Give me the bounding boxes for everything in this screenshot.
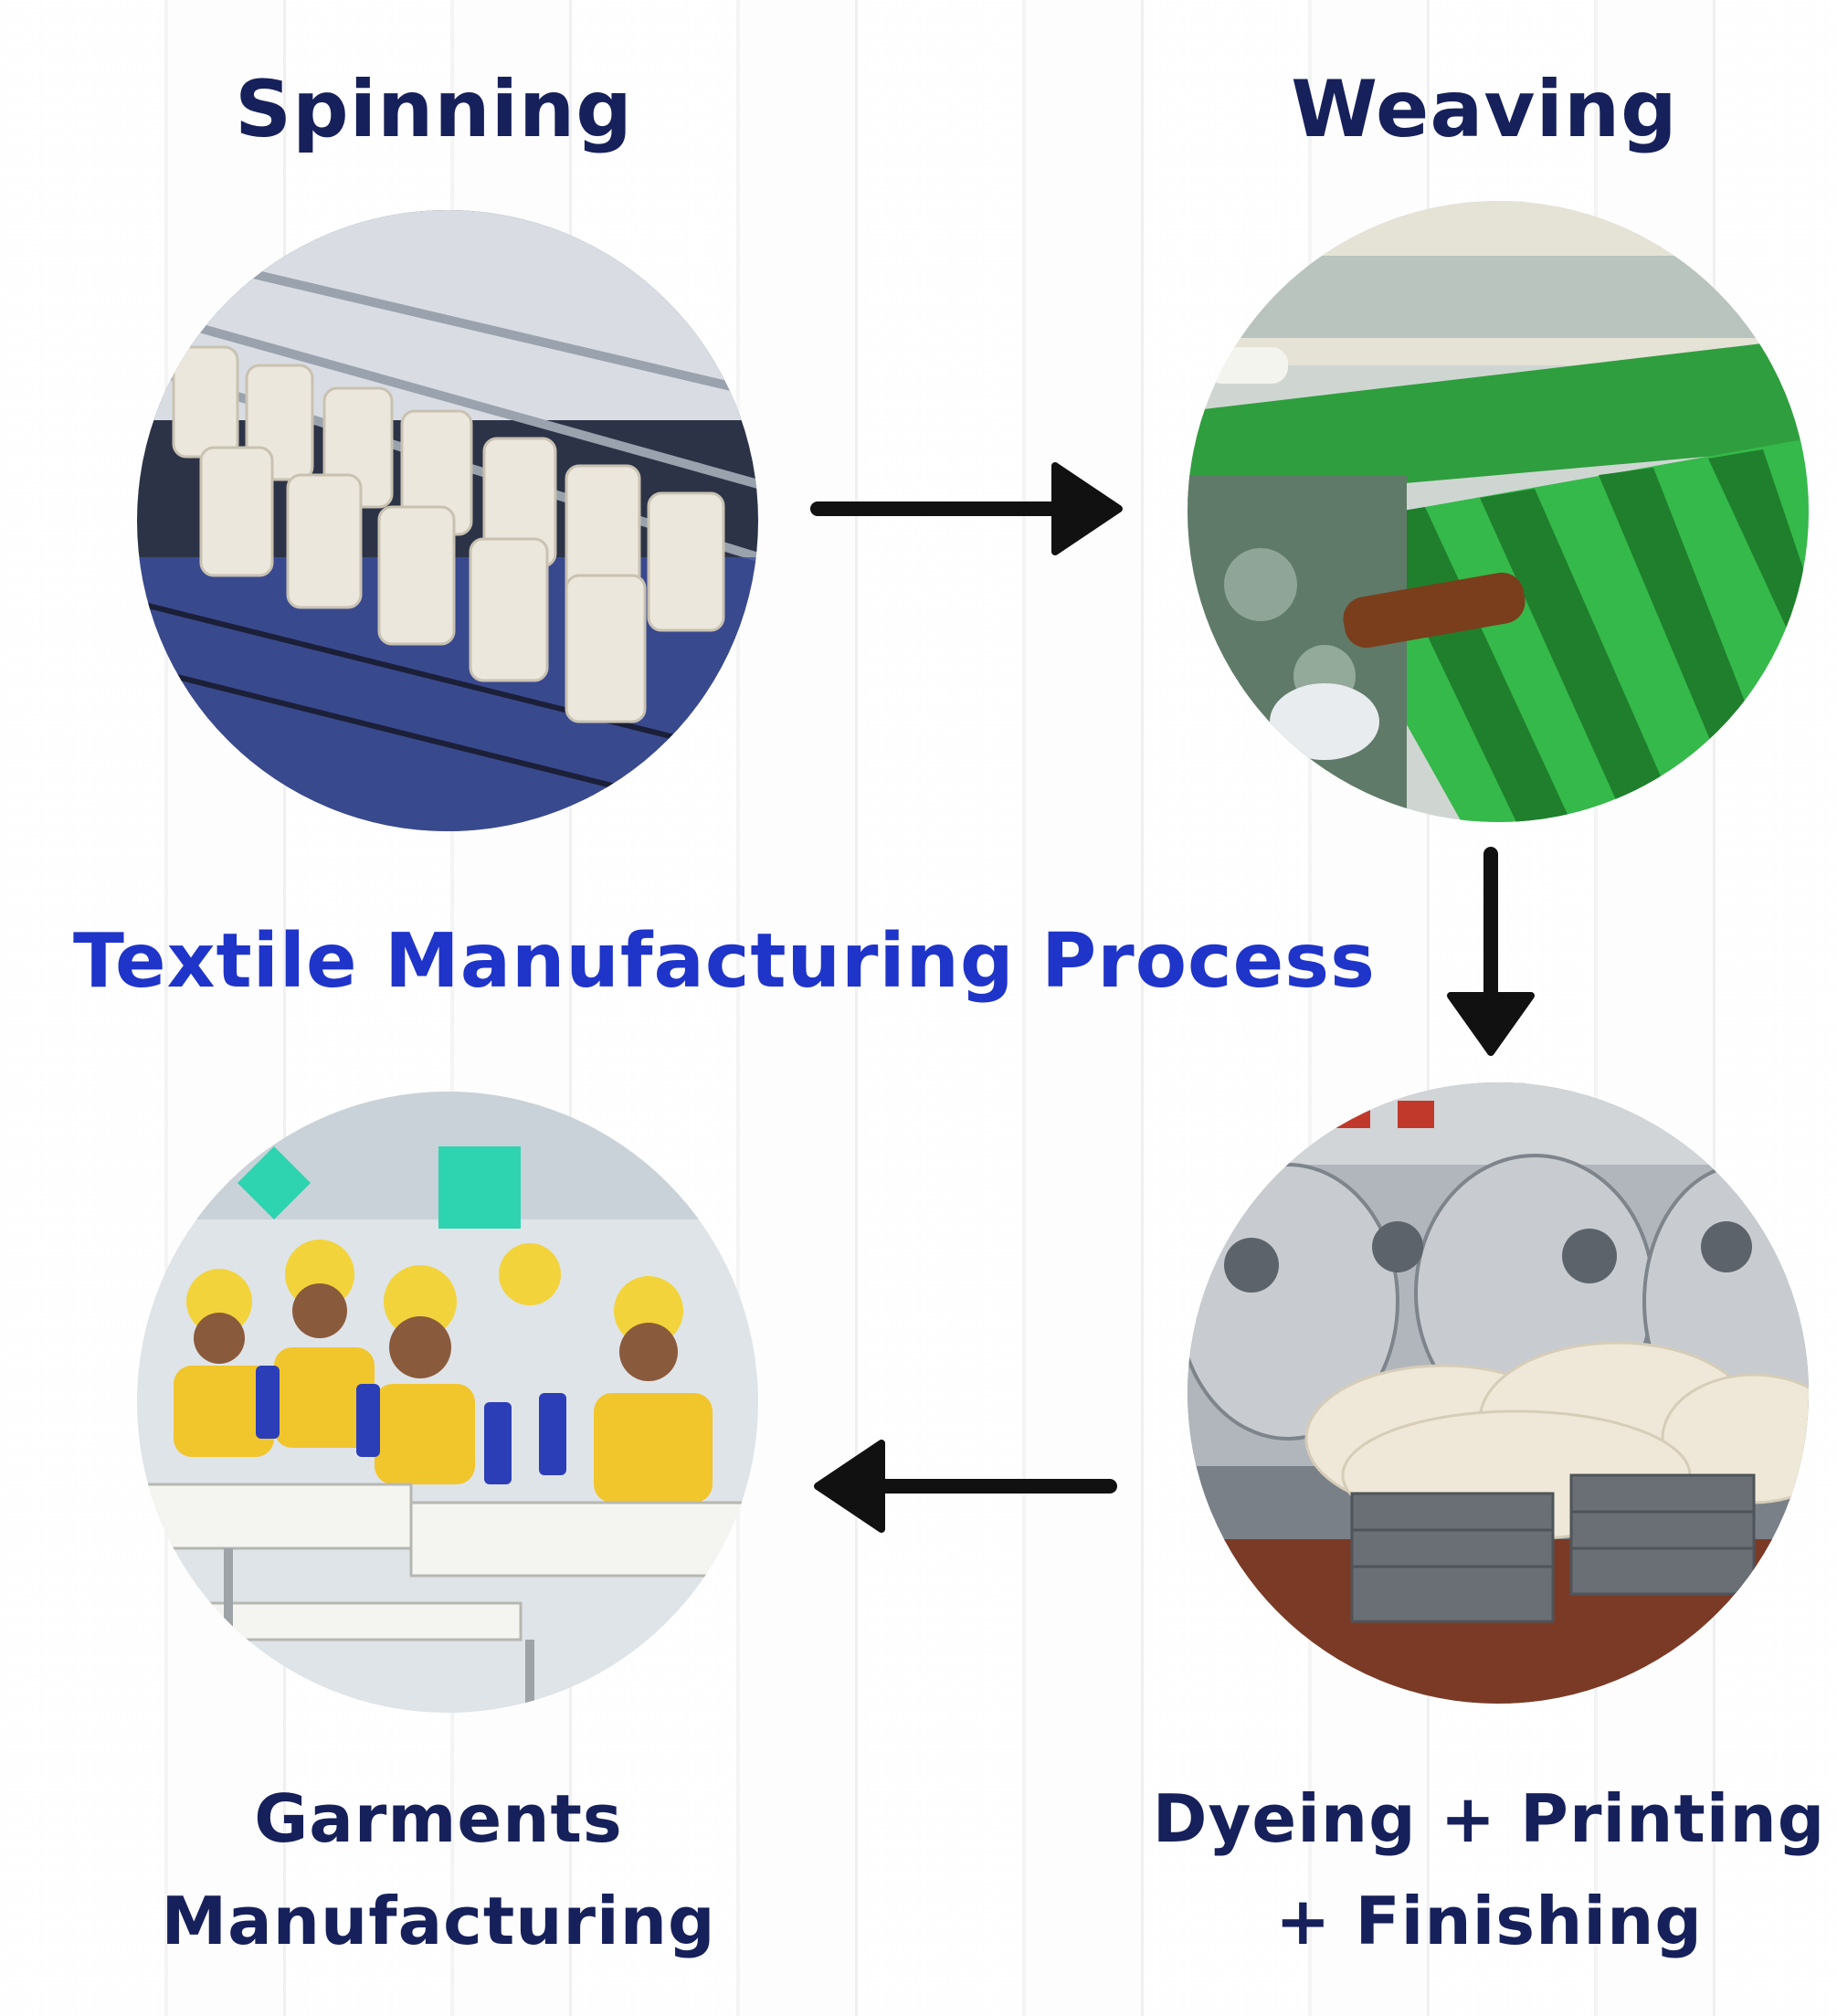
step-label-spinning-line: Spinning [235,64,633,155]
step-label-spinning: Spinning [155,64,713,155]
arrow-right-icon [810,462,1123,555]
step-label-garments: Garments Manufacturing [155,1768,722,1972]
step-label-garments-line-2: Manufacturing [161,1883,716,1959]
diagram-title: Textile Manufacturing Process [73,918,1376,1005]
garments-photo [137,1092,758,1713]
arrow-left-icon [814,1440,1117,1533]
spinning-photo [137,210,758,831]
step-label-weaving: Weaving [1206,64,1763,155]
garments-illustration [137,1092,758,1713]
step-label-weaving-line: Weaving [1291,64,1678,155]
dyeing-illustration [1188,1082,1809,1704]
arrow-down-icon [1447,847,1535,1056]
step-label-dyeing-line-2: + Finishing [1275,1883,1703,1959]
spinning-illustration [137,210,758,831]
step-label-garments-line-1: Garments [254,1780,623,1857]
dyeing-photo [1188,1082,1809,1704]
step-label-dyeing-line-1: Dyeing + Printing [1152,1780,1826,1857]
step-label-dyeing: Dyeing + Printing + Finishing [1151,1768,1827,1972]
